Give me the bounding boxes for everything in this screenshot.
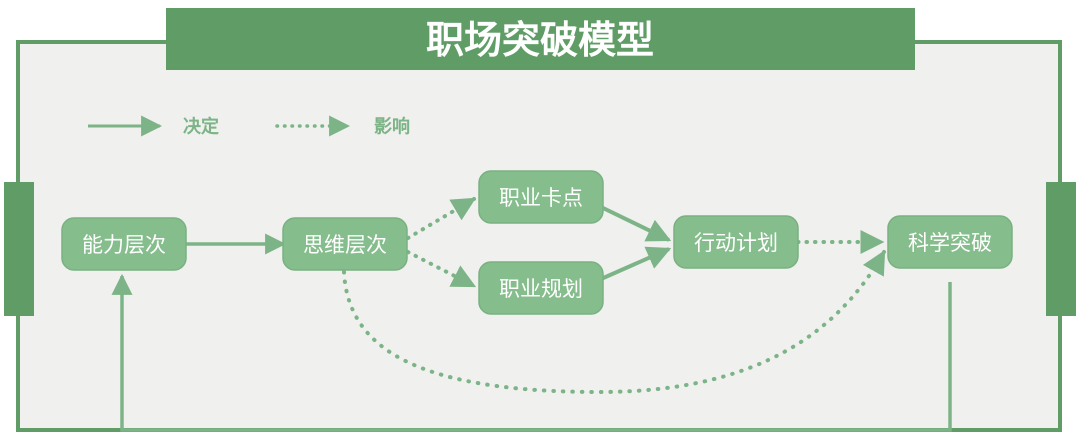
node-breakthrough-label: 科学突破	[908, 231, 992, 255]
node-mindset-box[interactable]	[282, 217, 408, 271]
node-ability-label: 能力层次	[82, 233, 166, 257]
node-action[interactable]: 行动计划	[673, 215, 799, 269]
legend: 决定 影响	[88, 115, 410, 138]
edge-mindset-to-breakthrough	[342, 249, 886, 395]
legend-label-influence: 影响	[374, 116, 410, 138]
node-breakthrough-box[interactable]	[887, 215, 1013, 269]
node-breakthrough[interactable]: 科学突破	[887, 215, 1013, 269]
node-mindset[interactable]: 思维层次	[282, 217, 408, 271]
legend-item-influence: 影响	[275, 115, 410, 138]
node-blocker-box[interactable]	[478, 170, 604, 224]
node-blocker[interactable]: 职业卡点	[478, 170, 604, 224]
node-ability-box[interactable]	[61, 217, 187, 271]
edges	[111, 197, 952, 432]
canvas-panel	[18, 42, 1060, 430]
title-banner	[166, 8, 915, 70]
node-ability[interactable]: 能力层次	[61, 217, 187, 271]
nodes: 能力层次 思维层次 职业卡点 职业规划 行动计划 科学突破	[61, 170, 1013, 315]
legend-label-decide: 决定	[183, 116, 219, 138]
edge-mindset-to-planning	[406, 250, 477, 288]
left-accent-bar	[4, 182, 34, 316]
legend-item-decide: 决定	[88, 115, 219, 138]
node-planning-box[interactable]	[478, 261, 604, 315]
edge-blocker-to-action	[600, 205, 672, 242]
node-action-box[interactable]	[673, 215, 799, 269]
right-accent-bar	[1046, 182, 1076, 316]
node-planning-label: 职业规划	[499, 277, 583, 301]
node-action-label: 行动计划	[694, 231, 778, 255]
node-blocker-label: 职业卡点	[499, 186, 583, 210]
page-title: 职场突破模型	[426, 18, 654, 62]
edge-planning-to-action	[600, 246, 672, 281]
edge-breakthrough-to-ability	[111, 273, 952, 432]
node-mindset-label: 思维层次	[303, 233, 387, 257]
node-planning[interactable]: 职业规划	[478, 261, 604, 315]
